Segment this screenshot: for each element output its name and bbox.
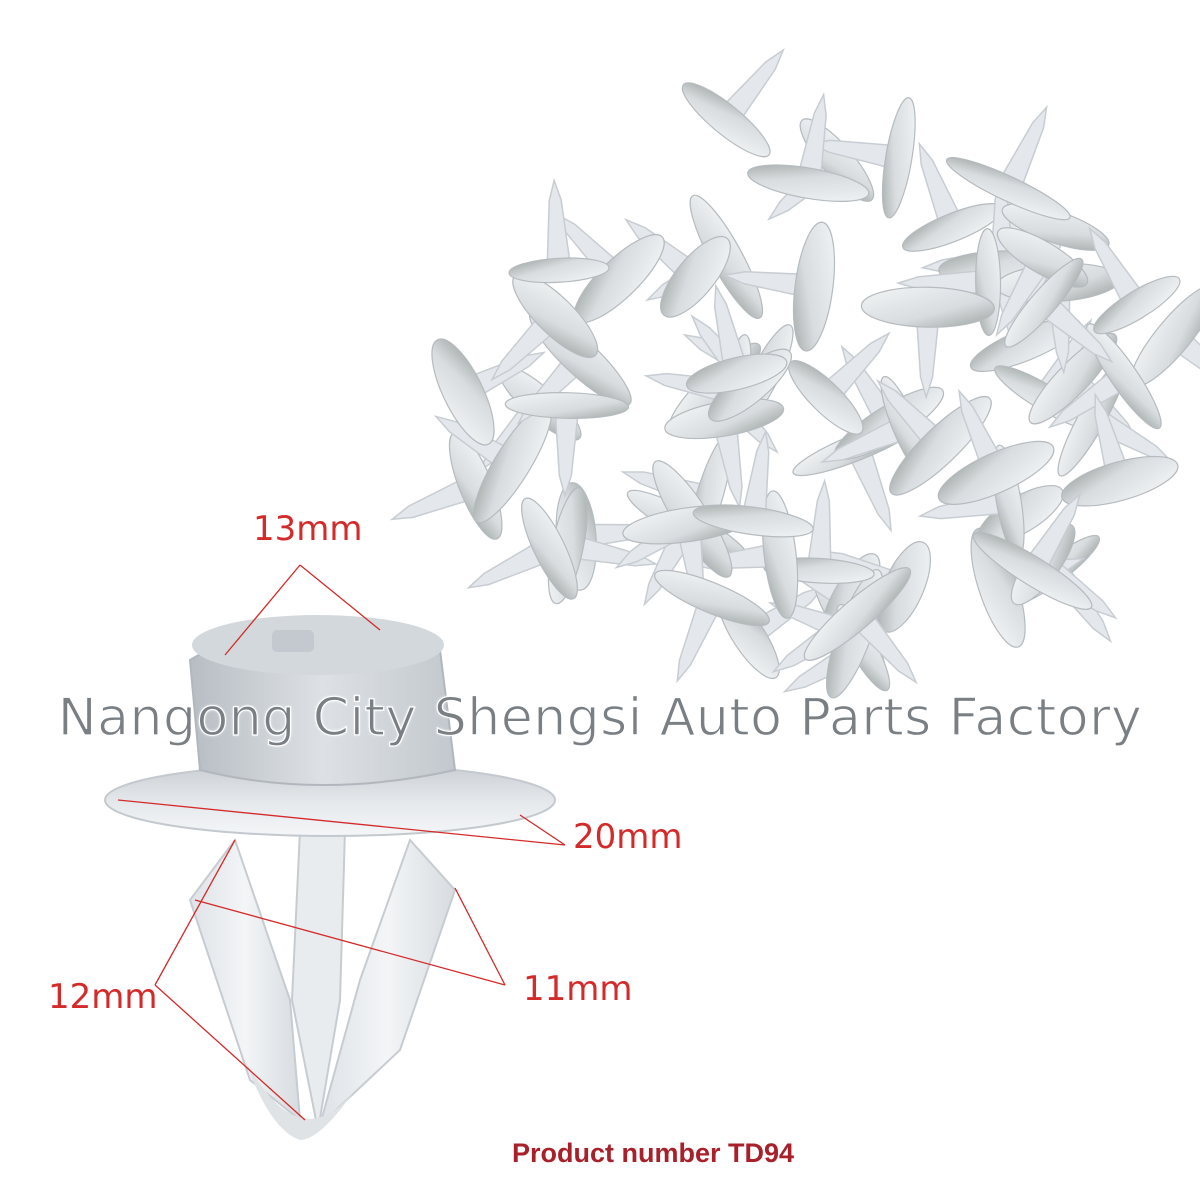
dim-line-11-up — [454, 887, 506, 986]
pile-clip — [1061, 392, 1179, 507]
pile-clip — [508, 177, 610, 284]
pile-clip — [681, 48, 785, 158]
dim-line-20-main — [117, 799, 566, 846]
clip-leg-left — [188, 837, 302, 1123]
pile-clip — [747, 91, 870, 202]
dimension-label-20mm: 20mm — [573, 817, 683, 857]
pile-clip — [654, 569, 770, 684]
dim-line-13-right — [299, 564, 381, 631]
pile-clip — [1004, 257, 1114, 364]
pile-clip — [504, 392, 630, 499]
pile-clip — [692, 429, 814, 538]
clip-tip — [245, 1060, 355, 1140]
single-clip-image — [104, 615, 556, 1140]
dim-line-12-down — [154, 984, 306, 1121]
pile-clip — [490, 273, 599, 382]
dim-line-12-up — [154, 839, 236, 986]
pile-clip — [722, 221, 836, 352]
dimension-lines — [117, 564, 566, 1121]
pile-clip — [431, 338, 547, 446]
dim-line-13-left — [224, 564, 301, 656]
clip-cap-notch — [272, 630, 314, 652]
factory-watermark: Nangong City Shengsi Auto Parts Factory — [57, 687, 1143, 748]
pile-clip — [685, 283, 788, 394]
clip-leg-right — [318, 838, 457, 1129]
pile-clip — [466, 497, 578, 600]
dim-line-20-up — [519, 814, 566, 846]
pile-clip — [860, 286, 996, 400]
dimension-label-11mm: 11mm — [523, 969, 633, 1009]
clip-pile-image — [389, 48, 1200, 699]
dim-line-11-main — [194, 899, 506, 986]
pile-clip — [1088, 226, 1181, 335]
pile-clip — [803, 567, 918, 685]
pile-clip — [937, 388, 1055, 505]
pile-clip — [788, 331, 891, 435]
dimension-label-12mm: 12mm — [48, 977, 158, 1017]
pile-clip — [972, 492, 1093, 610]
dimension-label-13mm: 13mm — [253, 509, 363, 549]
clip-cap-top — [192, 615, 444, 675]
pile-clip — [945, 104, 1071, 221]
product-number-label: Product number TD94 — [512, 1138, 795, 1168]
